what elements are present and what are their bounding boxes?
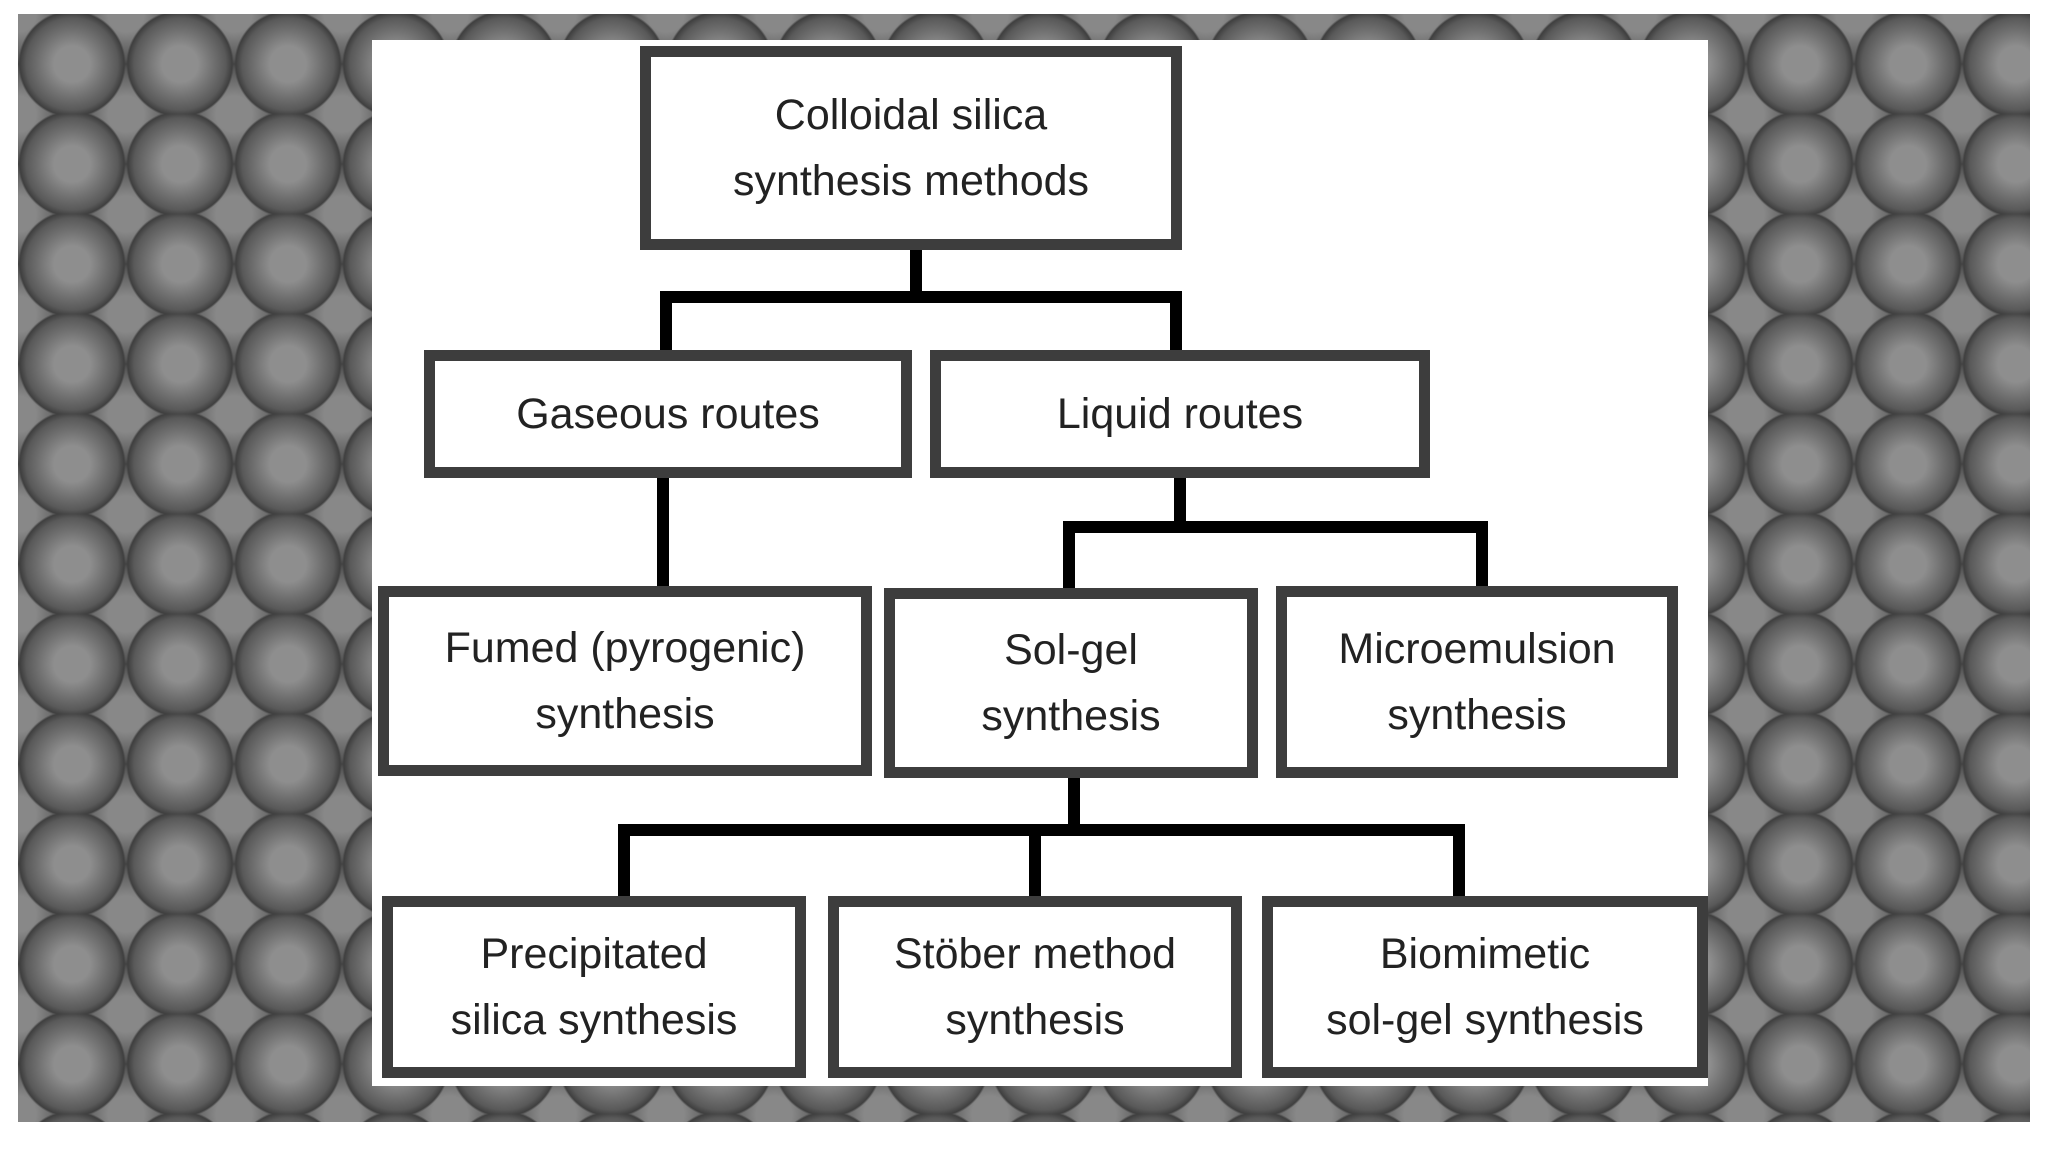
connector-liquid-to-methods	[1063, 474, 1488, 593]
diagram-panel: Colloidal silica synthesis methods Gaseo…	[372, 40, 1708, 1086]
connector-lines	[618, 239, 1488, 901]
node-fumed-synthesis: Fumed (pyrogenic) synthesis	[378, 586, 872, 776]
node-biomimetic-sol-gel-synthesis: Biomimetic sol-gel synthesis	[1262, 896, 1708, 1078]
node-gaseous-routes: Gaseous routes	[424, 350, 912, 478]
node-microemulsion-synthesis: Microemulsion synthesis	[1276, 586, 1678, 778]
node-liquid-routes: Liquid routes	[930, 350, 1430, 478]
node-precipitated-silica-synthesis: Precipitated silica synthesis	[382, 896, 806, 1078]
connector-solgel-to-variants	[618, 762, 1465, 901]
connector-root-to-routes	[660, 239, 1182, 351]
node-stober-method-synthesis: Stöber method synthesis	[828, 896, 1242, 1078]
node-sol-gel-synthesis: Sol-gel synthesis	[884, 588, 1258, 778]
node-colloidal-silica-methods: Colloidal silica synthesis methods	[640, 46, 1182, 250]
